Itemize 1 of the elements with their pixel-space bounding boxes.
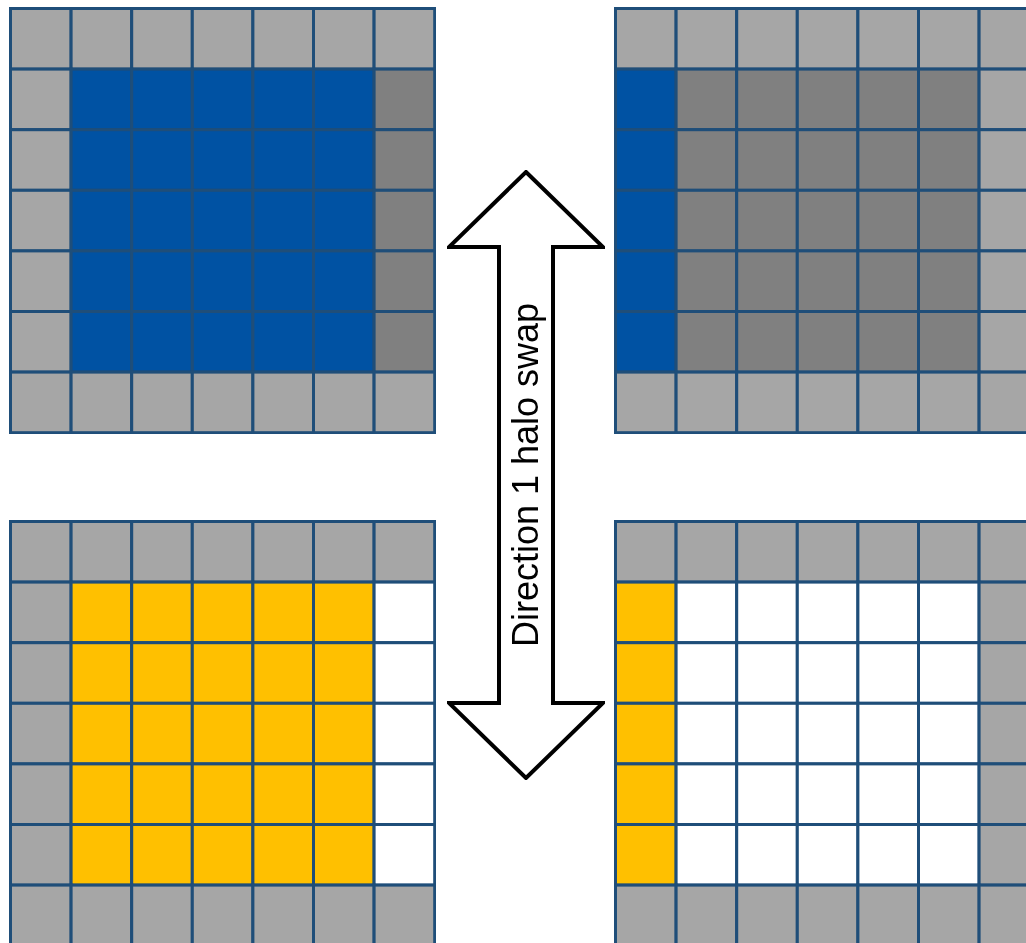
arrow-label: Direction 1 halo swap <box>505 302 547 648</box>
